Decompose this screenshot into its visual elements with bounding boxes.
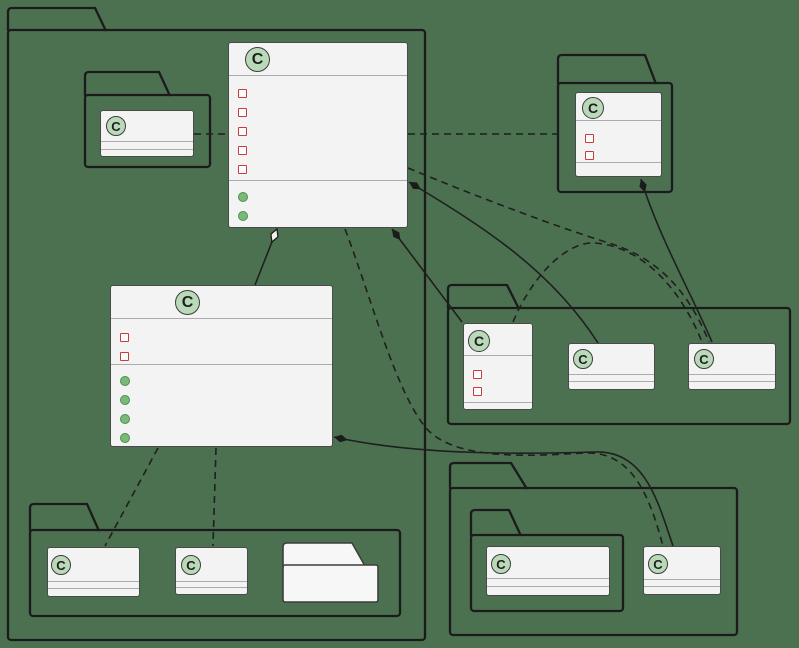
- attributes-compartment: [689, 375, 775, 382]
- methods-compartment: [487, 587, 609, 595]
- methods-compartment: [576, 163, 661, 176]
- connector-dependency-bigclass-brright[interactable]: [344, 228, 664, 547]
- class-box-bl-2[interactable]: C: [175, 547, 248, 595]
- attributes-compartment: [569, 375, 654, 382]
- package-mid-right[interactable]: [446, 283, 792, 426]
- attributes-compartment: [644, 580, 720, 587]
- connector-dependency-middleclass-bl1[interactable]: [104, 447, 159, 547]
- connector-composition-trclass-mrright[interactable]: [639, 178, 713, 343]
- methods-compartment: [229, 181, 407, 227]
- method-marker: [120, 375, 130, 386]
- package-upper-left[interactable]: [83, 70, 212, 169]
- methods-compartment: [644, 587, 720, 594]
- package-main-left[interactable]: [6, 6, 427, 642]
- class-icon: C: [491, 554, 511, 574]
- class-icon: C: [175, 290, 200, 315]
- methods-compartment: [569, 382, 654, 389]
- methods-compartment: [176, 588, 247, 594]
- connector-dependency-bigclass-mrright-arc[interactable]: [407, 167, 710, 343]
- attribute-marker: [120, 352, 129, 361]
- methods-compartment: [48, 589, 139, 596]
- methods-compartment: [111, 365, 332, 447]
- connector-dependency-middleclass-bl2[interactable]: [212, 447, 217, 547]
- attribute-marker: [473, 370, 482, 379]
- attributes-compartment: [48, 582, 139, 589]
- connector-composition-middleclass-brright[interactable]: [333, 434, 674, 547]
- attribute-marker: [585, 151, 594, 160]
- method-marker: [120, 394, 130, 405]
- attribute-marker: [238, 89, 247, 98]
- attributes-compartment: [464, 356, 532, 403]
- connector-composition-bigclass-mrleft[interactable]: [391, 228, 463, 323]
- attributes-compartment: [111, 319, 332, 365]
- class-box-mr-mid[interactable]: C: [568, 343, 655, 390]
- class-box-mr-left[interactable]: C: [463, 323, 533, 410]
- class-icon: C: [468, 330, 490, 352]
- package-bottom-right-inner[interactable]: [469, 508, 625, 613]
- attribute-marker: [238, 108, 247, 117]
- attributes-compartment: [176, 582, 247, 588]
- class-box-big[interactable]: C: [228, 42, 408, 228]
- connector-aggregation-bigclass-middleclass[interactable]: [254, 227, 279, 286]
- attribute-marker: [473, 387, 482, 396]
- method-marker: [238, 191, 248, 202]
- class-box-middle[interactable]: C: [110, 285, 333, 447]
- connector-composition-bigclass-mrmid[interactable]: [408, 181, 599, 344]
- class-box-br-inner[interactable]: C: [486, 546, 610, 596]
- class-icon: C: [181, 555, 201, 575]
- class-box-top-right[interactable]: C: [575, 92, 662, 177]
- attribute-marker: [238, 165, 247, 174]
- method-marker: [238, 210, 248, 221]
- attributes-compartment: [101, 142, 193, 150]
- attribute-marker: [238, 146, 247, 155]
- attribute-marker: [120, 333, 129, 342]
- package-bottom-left[interactable]: [28, 502, 402, 618]
- class-icon: C: [245, 47, 270, 72]
- package-top-right[interactable]: [556, 53, 674, 194]
- methods-compartment: [464, 403, 532, 409]
- attributes-compartment: [576, 121, 661, 163]
- class-icon: C: [106, 116, 126, 136]
- class-box-bl-1[interactable]: C: [47, 547, 140, 597]
- attributes-compartment: [487, 579, 609, 587]
- methods-compartment: [689, 382, 775, 389]
- class-icon: C: [694, 349, 714, 369]
- class-icon: C: [573, 349, 593, 369]
- class-icon: C: [582, 97, 604, 119]
- class-icon: C: [648, 554, 668, 574]
- class-box-upper-left[interactable]: C: [100, 110, 194, 157]
- attribute-marker: [238, 127, 247, 136]
- attributes-compartment: [229, 76, 407, 181]
- method-marker: [120, 432, 130, 443]
- class-box-br-right[interactable]: C: [643, 546, 721, 595]
- class-box-mr-right[interactable]: C: [688, 343, 776, 390]
- package-bottom-right-outer[interactable]: [448, 461, 739, 637]
- methods-compartment: [101, 150, 193, 156]
- attribute-marker: [585, 134, 594, 143]
- subfolder-white[interactable]: [282, 542, 379, 603]
- class-icon: C: [51, 555, 71, 575]
- method-marker: [120, 413, 130, 424]
- connector-dependency-mrleft-mrright-arc[interactable]: [512, 242, 703, 343]
